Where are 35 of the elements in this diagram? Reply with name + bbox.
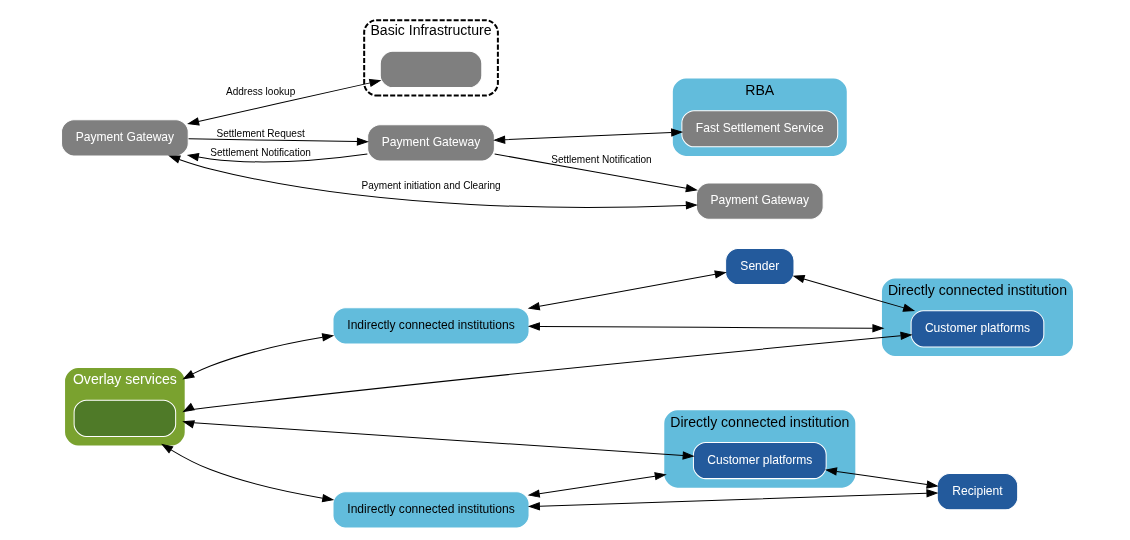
edge-label: Settlement Notification [551, 153, 652, 165]
arrow [168, 155, 698, 210]
node-box: Customer platforms [910, 310, 1045, 348]
node-box: Fast Settlement Service [681, 110, 839, 148]
cluster: Overlay services [65, 368, 185, 446]
arrow [527, 322, 885, 333]
edge-label: Payment initiation and Clearing [361, 180, 501, 192]
edge-label: Settlement Notification [210, 146, 311, 158]
arrow [494, 153, 698, 193]
node-box: Payment Gateway [367, 124, 495, 162]
arrow [182, 331, 913, 413]
arrow [182, 420, 695, 460]
node-box: Recipient [936, 473, 1019, 511]
arrow [186, 153, 368, 163]
node-box: Payment Gateway [695, 182, 824, 220]
arrow [182, 333, 335, 380]
node-box: Payment Gateway [61, 119, 189, 157]
arrow [161, 443, 335, 503]
arrow [493, 128, 684, 144]
node-box [73, 399, 177, 437]
node-box: Customer platforms [692, 441, 827, 480]
arrow [527, 270, 727, 311]
node-box: Indirectly connected institutions [332, 307, 530, 345]
arrow [792, 274, 916, 312]
arrow [527, 489, 939, 511]
arrow [527, 472, 667, 498]
arrow [824, 467, 939, 489]
arrow [187, 78, 382, 126]
node-box: Sender [725, 247, 795, 286]
node-box: Indirectly connected institutions [332, 491, 530, 529]
node-box [379, 50, 483, 89]
edge-label: Settlement Request [216, 127, 305, 139]
cluster: Basic Infrastructure [363, 19, 499, 97]
arrow [188, 137, 369, 146]
edge-label: Address lookup [225, 85, 296, 97]
